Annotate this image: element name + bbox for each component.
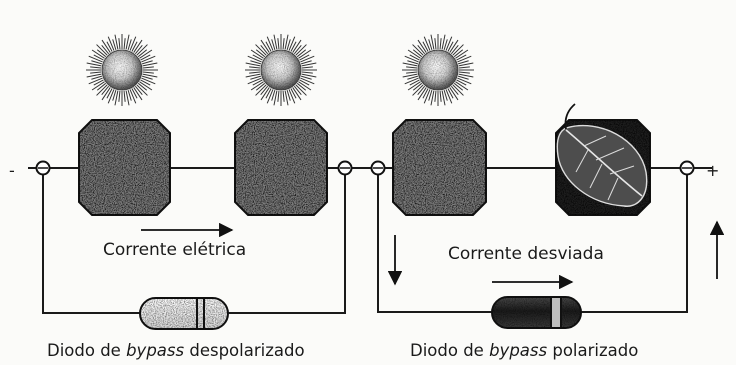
right-current-label: Corrente desviada bbox=[448, 244, 604, 264]
sun-icon bbox=[245, 34, 317, 106]
left-bypass-loop-wire bbox=[42, 168, 346, 314]
bypass-diode-icon bbox=[491, 296, 582, 329]
solar-cell-icon bbox=[392, 119, 487, 216]
solar-cell-icon bbox=[78, 119, 171, 216]
right-diode-caption: Diodo de bypass polarizado bbox=[410, 341, 638, 360]
leaf-shaded-cell-icon bbox=[555, 103, 651, 216]
negative-terminal-label: - bbox=[9, 161, 15, 180]
solar-cell-icon bbox=[234, 119, 328, 216]
bypass-diode-icon bbox=[139, 297, 229, 330]
left-input-node bbox=[35, 160, 51, 176]
left-current-label: Corrente elétrica bbox=[103, 240, 246, 260]
positive-terminal-label: + bbox=[706, 161, 719, 180]
left-diode-caption: Diodo de bypass despolarizado bbox=[47, 341, 305, 360]
right-bypass-loop-wire bbox=[377, 168, 688, 313]
right-input-node bbox=[370, 160, 386, 176]
left-output-node bbox=[337, 160, 353, 176]
sun-icon bbox=[86, 34, 158, 106]
right-output-node bbox=[679, 160, 695, 176]
sun-icon bbox=[402, 34, 474, 106]
